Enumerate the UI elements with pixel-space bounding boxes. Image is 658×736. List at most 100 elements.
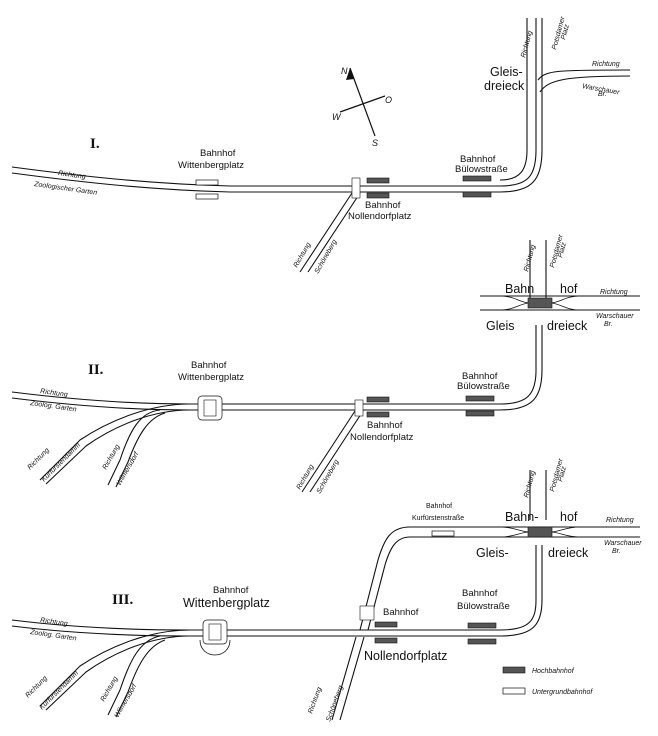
panel-3-wittenberg-line2: Wittenbergplatz	[183, 596, 270, 610]
panel-2-buelow-line1: Bahnhof	[462, 371, 498, 382]
panel-1-dir-potsdamer-line3: Platz	[560, 23, 571, 40]
panel-2-dir-potsdamer-line1: Richtung	[523, 244, 537, 273]
panel-3-dir-wilmersdorf-line2: Wilmersdorf	[114, 682, 139, 719]
panel-1-nollendorf-platform-b	[366, 192, 390, 199]
legend-untergrund-label: Untergrundbahnhof	[532, 689, 593, 696]
panel-3-dir-schoeneberg-line2: Schöneberg	[325, 685, 345, 723]
panel-3-buelow-platform-b	[467, 638, 497, 645]
panel-2-wittenberg-inner	[203, 399, 217, 417]
panel-1: I. Bahnhof Wittenbergplatz Bahnhof Bülow…	[11, 15, 631, 275]
panel-1-wittenberg-platform-b	[195, 193, 219, 200]
panel-1-gleis-line1: Gleis-	[490, 65, 523, 79]
panel-2-wittenberg-line1: Bahnhof	[191, 360, 227, 371]
panel-3-gleis-bottom-line2: dreieck	[548, 546, 589, 560]
panel-2-track-potsdamer	[529, 240, 547, 300]
compass-north-arrow	[346, 68, 354, 80]
panel-3-dir-potsdamer-line1: Richtung	[523, 470, 537, 499]
panel-3-track-potsdamer	[529, 470, 547, 520]
panel-1-curve-warschauer-a	[537, 69, 631, 81]
panel-3-track-switches	[499, 526, 581, 538]
panel-2-branch-wilmersdorf-a	[107, 409, 161, 486]
panel-3-gleis-top-line2: hof	[560, 510, 578, 524]
panel-3-dir-wilmersdorf-line1: Richtung	[100, 675, 120, 703]
panel-2-track-switches	[499, 295, 581, 311]
panel-1-dir-schoeneberg-line1: Richtung	[293, 241, 313, 269]
panel-3-dir-warschauer-line2: Warschauer	[604, 540, 642, 547]
panel-2-branch-kurfuerstendamm-b	[45, 409, 191, 485]
panel-1-nollendorf-platform-a	[366, 177, 390, 184]
panel-3-wittenberg-loop	[199, 639, 231, 656]
panel-2-gleisdreieck-platform	[527, 297, 553, 309]
panel-3-dir-schoeneberg-line1: Richtung	[307, 686, 323, 714]
panel-1-wittenberg-line2: Wittenbergplatz	[178, 160, 244, 171]
panel-3-gleis-bottom-line1: Gleis-	[476, 546, 509, 560]
panel-2-dir-wilmersdorf-line2: Wilmersdorf	[116, 450, 141, 487]
panel-1-wittenberg-platform-a	[195, 179, 219, 186]
panel-2-nollendorf-platform-b	[366, 411, 390, 418]
panel-1-curve-warschauer-b	[539, 75, 631, 93]
panel-3-dir-zoo-line2: Zoolog. Garten	[29, 629, 77, 643]
panel-1-branch-schoeneberg-a	[299, 192, 353, 273]
panel-2: II. Bahnhof Wittenbergplatz Bahnhof Bülo…	[11, 233, 640, 495]
panel-2-nollendorf-line1: Bahnhof	[367, 420, 403, 431]
panel-2-dir-warschauer-line3: Br.	[604, 321, 613, 328]
panel-1-dir-zoo-line2: Zoologischer Garten	[33, 181, 98, 197]
panel-3-kurfuersten-line2: Kurfürstenstraße	[412, 515, 464, 522]
panel-2-branch-schoeneberg-b	[309, 410, 364, 493]
panel-1-dir-warschauer-line1: Richtung	[592, 61, 620, 68]
panel-2-buelow-platform-a	[465, 395, 495, 402]
panel-3-buelow-platform-a	[467, 622, 497, 629]
panel-2-dir-zoo-line1: Richtung	[40, 388, 68, 399]
panel-2-wittenberg-line2: Wittenbergplatz	[178, 372, 244, 383]
panel-3-kurfuersten-curve-b	[367, 536, 411, 631]
panel-2-dir-potsdamer-line3: Platz	[557, 241, 568, 258]
panel-1-track-a	[11, 18, 537, 187]
compass-wo-line	[339, 95, 386, 113]
legend-untergrund-swatch	[502, 687, 526, 695]
panel-2-dir-kurfuerstendamm-line1: Richtung	[26, 447, 51, 472]
compass-s-label: S	[372, 138, 378, 148]
panel-2-roman: II.	[88, 362, 104, 378]
panel-2-gleis-bottom-line1: Gleis	[486, 319, 514, 333]
compass-ns-line	[349, 67, 376, 137]
panel-3-kurfuersten-platform	[431, 530, 455, 537]
panel-1-gleis-line2: dreieck	[484, 79, 525, 93]
panel-3-dir-zoo-line1: Richtung	[40, 617, 68, 628]
panel-1-buelow-line1: Bahnhof	[460, 154, 496, 165]
panel-2-dir-zoo-line2: Zoolog. Garten	[29, 400, 77, 414]
panel-3-branch-wilmersdorf-a	[107, 635, 161, 716]
panel-3-buelow-line1: Bahnhof	[462, 588, 498, 599]
panel-2-dir-warschauer-line2: Warschauer	[596, 313, 634, 320]
compass-w-label: W	[332, 112, 342, 122]
panel-3-kurfuersten-line1: Bahnhof	[426, 503, 452, 510]
panel-3-branch-schoeneberg-a	[331, 636, 357, 721]
panel-3-junction-box	[359, 605, 375, 621]
compass-n-label: N	[341, 66, 348, 76]
panel-1-branch-schoeneberg-b	[307, 192, 361, 273]
panel-3-dir-warschauer-line3: Br.	[612, 548, 621, 555]
panel-1-nollendorf-line2: Nollendorfplatz	[348, 211, 412, 222]
panel-2-dir-wilmersdorf-line1: Richtung	[102, 443, 122, 471]
panel-2-gleis-top-line1: Bahn	[505, 282, 534, 296]
panel-1-track-b	[11, 18, 543, 193]
panel-3-branch-kurfuerstendamm-b	[45, 635, 191, 711]
panel-3-dir-kurfuerstendamm-line1: Richtung	[24, 675, 49, 700]
panel-3-branch-wilmersdorf-b	[115, 639, 166, 718]
panel-3-wittenberg-inner	[208, 623, 222, 641]
panel-1-buelow-line2: Bülowstraße	[455, 164, 508, 175]
panel-1-wittenberg-line1: Bahnhof	[200, 148, 236, 159]
panel-2-branch-kurfuerstendamm-a	[39, 403, 191, 481]
panel-3-nollendorf-line1: Bahnhof	[383, 607, 419, 618]
panel-3-branch-schoeneberg-b	[339, 636, 365, 721]
panel-1-track-c	[499, 18, 528, 181]
panel-3-dir-warschauer-line1: Richtung	[606, 517, 634, 524]
panel-2-gleis-top-line2: hof	[560, 282, 578, 296]
panel-1-dir-warschauer-line3: Br.	[598, 91, 607, 98]
panel-2-buelow-platform-b	[465, 410, 495, 417]
panel-2-dir-warschauer-line1: Richtung	[600, 289, 628, 296]
panel-3-nollendorf-platform-b	[374, 637, 398, 644]
panel-3-branch-kurfuerstendamm-a	[39, 629, 191, 707]
panel-1-nollendorf-line1: Bahnhof	[365, 200, 401, 211]
panel-1-roman: I.	[90, 136, 100, 152]
